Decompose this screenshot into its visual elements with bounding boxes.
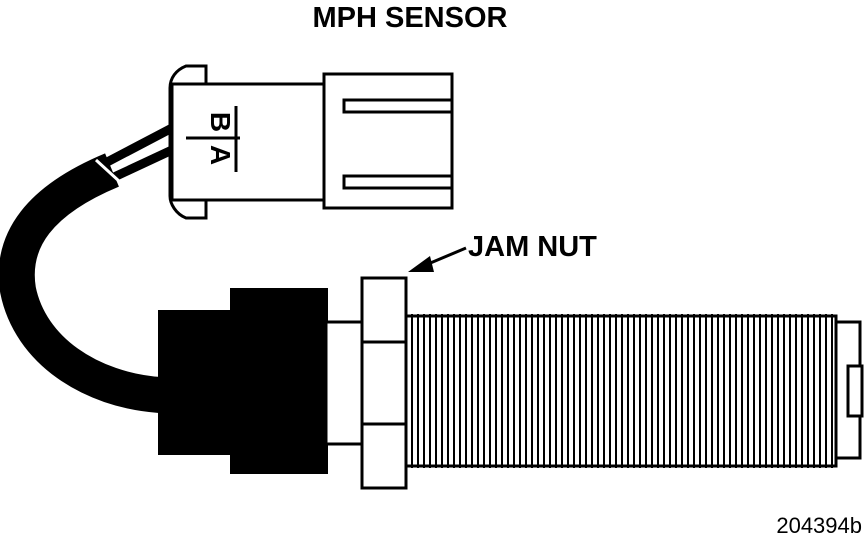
jam-nut-label: JAM NUT [468,231,597,263]
figure-number: 204394b [776,513,862,538]
sensor-body [158,288,366,474]
connector-plug [168,64,454,220]
terminal-label-b: B [205,112,236,132]
threaded-shaft [402,314,864,468]
jam-nut-leader-arrow [408,246,467,272]
jam-nut [360,276,408,490]
sensor-cable [0,124,175,413]
terminal-label-a: A [205,145,236,165]
diagram-title: MPH SENSOR [313,2,508,34]
thread-lines [411,314,833,468]
